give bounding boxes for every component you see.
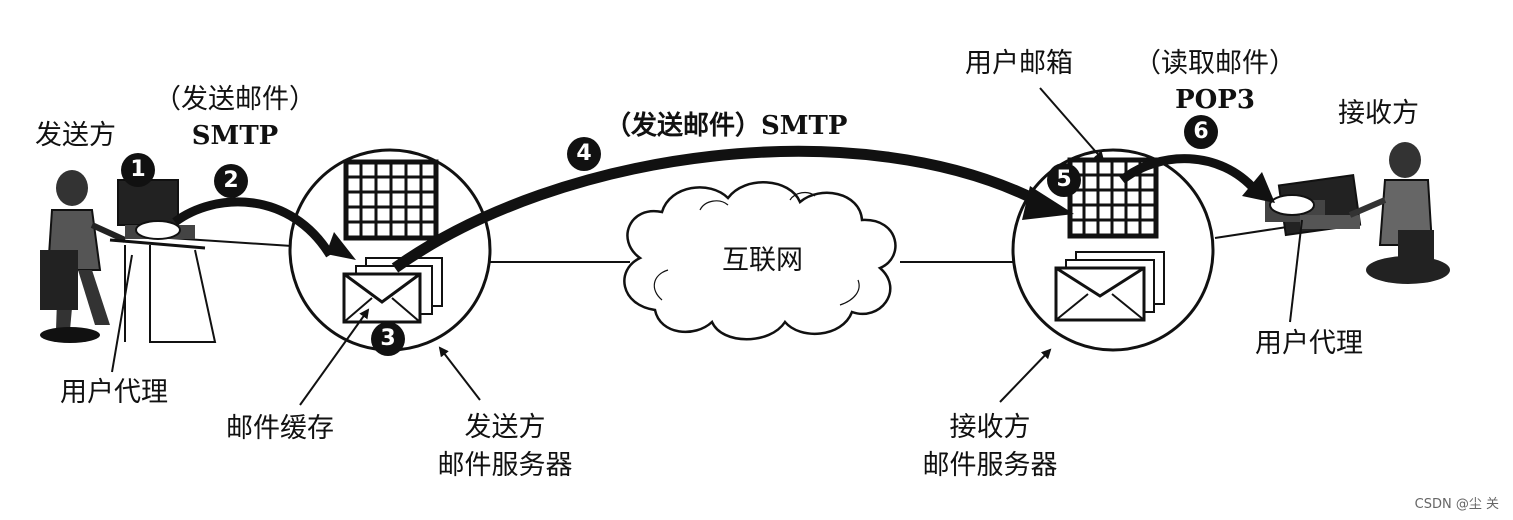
receiver-user-icon bbox=[1348, 142, 1450, 284]
receiver-computer-icon bbox=[1265, 173, 1362, 237]
receiving-server bbox=[1011, 148, 1215, 352]
step6-label-line2: POP3 bbox=[1175, 85, 1255, 115]
step-4-badge: 4 bbox=[567, 137, 601, 171]
arrow-step2 bbox=[172, 197, 334, 258]
sender-user-icon bbox=[40, 170, 127, 343]
step2-label-line1: （发送邮件） bbox=[154, 84, 316, 115]
step2-label-line2: SMTP bbox=[191, 121, 279, 151]
arrow-step4 bbox=[391, 145, 1043, 273]
sender-title: 发送方 bbox=[35, 120, 116, 151]
step-6-badge: 6 bbox=[1184, 115, 1218, 149]
user-mailbox-label: 用户邮箱 bbox=[965, 48, 1073, 79]
user-mailbox-grid-icon bbox=[1067, 157, 1159, 239]
send-server-name-line1: 发送方 bbox=[464, 412, 546, 443]
watermark: CSDN @尘 关 bbox=[1414, 497, 1499, 512]
sender-desk-computer-icon bbox=[109, 179, 217, 343]
step-2-badge: 2 bbox=[214, 164, 248, 198]
receiver-title: 接收方 bbox=[1338, 98, 1419, 129]
sending-server bbox=[288, 148, 492, 352]
recv-server-name-line1: 接收方 bbox=[949, 412, 1031, 443]
recv-server-name-line2: 邮件服务器 bbox=[922, 450, 1058, 481]
step6-label-line1: （读取邮件） bbox=[1134, 48, 1296, 79]
receiver-envelopes-icon bbox=[1054, 251, 1165, 322]
flow-arrows bbox=[172, 145, 1275, 273]
send-server-name-line2: 邮件服务器 bbox=[437, 450, 573, 481]
step4-label: （发送邮件）SMTP bbox=[605, 111, 848, 141]
internet-cloud-icon bbox=[623, 181, 897, 341]
step-5-badge: 5 bbox=[1047, 163, 1081, 197]
sending-server-grid-icon bbox=[343, 159, 439, 241]
sender-agent-label: 用户代理 bbox=[60, 377, 168, 408]
pointer-lines bbox=[111, 87, 1303, 406]
step-3-badge: 3 bbox=[371, 322, 405, 356]
mail-queue-envelopes-icon bbox=[342, 257, 443, 324]
arrow-step6 bbox=[1119, 154, 1259, 194]
mail-queue-label: 邮件缓存 bbox=[226, 413, 334, 444]
internet-label: 互联网 bbox=[722, 245, 803, 276]
receiver-agent-label: 用户代理 bbox=[1255, 328, 1363, 359]
step-1-badge: 1 bbox=[121, 153, 155, 187]
